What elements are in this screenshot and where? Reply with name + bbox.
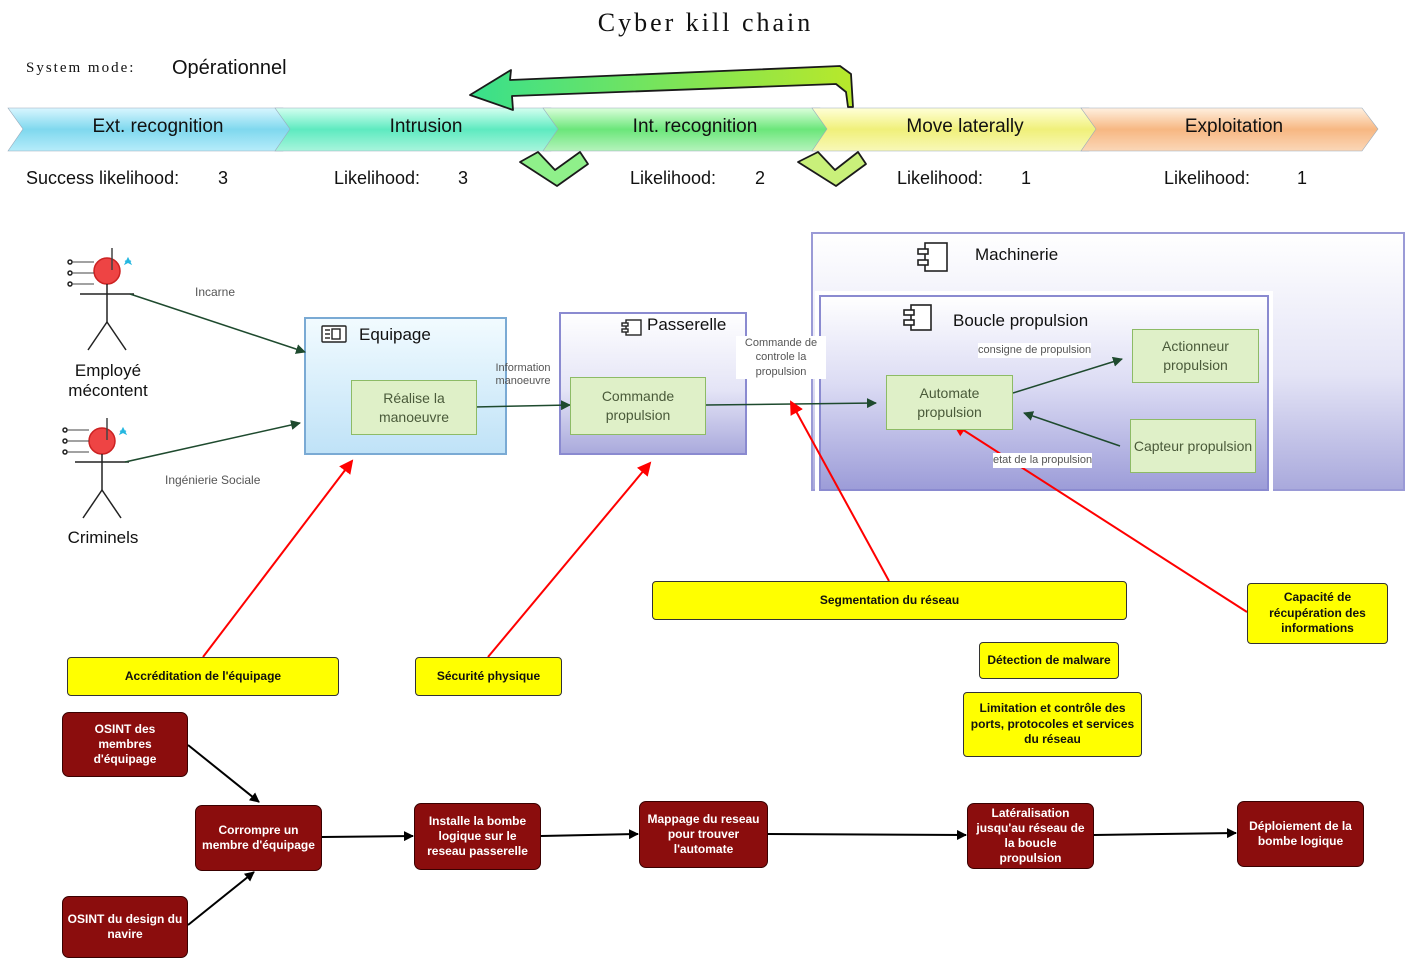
loop-arrow-icon <box>519 151 589 187</box>
attack-osint-design: OSINT du design du navire <box>62 896 188 958</box>
likelihood-value: 1 <box>1297 168 1308 188</box>
attack-deploiement-bombe: Déploiement de la bombe logique <box>1237 801 1364 867</box>
likelihood-value: 1 <box>1021 168 1032 188</box>
attack-installe-bombe: Installe la bombe logique sur le reseau … <box>414 803 541 870</box>
kill-chain-bar <box>7 107 1379 152</box>
defense-segmentation: Segmentation du réseau <box>652 581 1127 620</box>
attack-corrompre-membre: Corrompre un membre d'équipage <box>195 805 322 871</box>
defense-limitation-ports: Limitation et contrôle des ports, protoc… <box>963 692 1142 757</box>
system-mode-label: System mode: <box>26 60 136 76</box>
phase-ext-recognition: Ext. recognition <box>92 116 224 137</box>
automate-propulsion: Automate propulsion <box>886 375 1013 430</box>
flow-label-etat: etat de la propulsion <box>993 453 1093 468</box>
defense-securite-physique: Sécurité physique <box>415 657 562 696</box>
attack-mappage-reseau: Mappage du reseau pour trouver l'automat… <box>639 801 768 868</box>
likelihood-label: Success likelihood: <box>26 168 180 188</box>
defense-detection-malware: Détection de malware <box>979 642 1119 679</box>
actionneur-propulsion: Actionneur propulsion <box>1132 329 1259 383</box>
likelihood-label: Likelihood: <box>334 168 421 188</box>
action-commande-propulsion: Commande propulsion <box>570 377 706 435</box>
boucle-title: Boucle propulsion <box>953 311 1089 330</box>
equipage-title: Equipage <box>359 325 431 344</box>
attack-lateralisation: Latéralisation jusqu'au réseau de la bou… <box>967 803 1094 869</box>
phase-exploitation: Exploitation <box>1184 116 1284 137</box>
actor-criminals-icon <box>62 418 129 519</box>
actor-employee-label: Employé mécontent <box>68 361 148 400</box>
attack-osint-membres: OSINT des membres d'équipage <box>62 712 188 777</box>
likelihood-value: 3 <box>458 168 469 188</box>
component-icon <box>917 242 948 272</box>
chevron-exploitation <box>1080 107 1379 152</box>
system-mode-value: Opérationnel <box>172 57 287 79</box>
phase-intrusion: Intrusion <box>389 116 463 137</box>
component-icon <box>903 304 932 331</box>
machinerie-title: Machinerie <box>975 245 1059 264</box>
loop-arrow-icon <box>797 151 867 187</box>
likelihood-label: Likelihood: <box>897 168 984 188</box>
likelihood-value: 2 <box>755 168 766 188</box>
architecture-flows <box>124 293 1123 463</box>
defense-accreditation: Accréditation de l'équipage <box>67 657 339 696</box>
component-icon <box>621 319 642 336</box>
flow-label-ingenierie: Ingénierie Sociale <box>165 473 261 487</box>
likelihood-value: 3 <box>218 168 229 188</box>
phase-move-laterally: Move laterally <box>906 116 1024 137</box>
action-realise-manoeuvre: Réalise la manoeuvre <box>351 380 477 435</box>
flow-label-consigne: consigne de propulsion <box>978 343 1092 358</box>
likelihood-label: Likelihood: <box>630 168 717 188</box>
attack-arrows <box>187 744 1237 926</box>
defense-capacite-recuperation: Capacité de récupération des information… <box>1247 583 1388 644</box>
flow-label-commande: Commande de controle la propulsion <box>736 336 826 379</box>
passerelle-title: Passerelle <box>647 315 727 334</box>
flow-label-information: Information manoeuvre <box>495 362 551 387</box>
role-icon <box>321 325 347 343</box>
page-title: Cyber kill chain <box>597 8 814 37</box>
return-arrow-icon <box>469 65 854 111</box>
actor-criminals-label: Criminels <box>67 528 139 547</box>
actor-employee-icon <box>67 248 134 351</box>
capteur-propulsion: Capteur propulsion <box>1130 419 1256 473</box>
flow-label-incarne: Incarne <box>195 285 236 299</box>
likelihood-label: Likelihood: <box>1164 168 1251 188</box>
phase-int-recognition: Int. recognition <box>632 116 758 137</box>
